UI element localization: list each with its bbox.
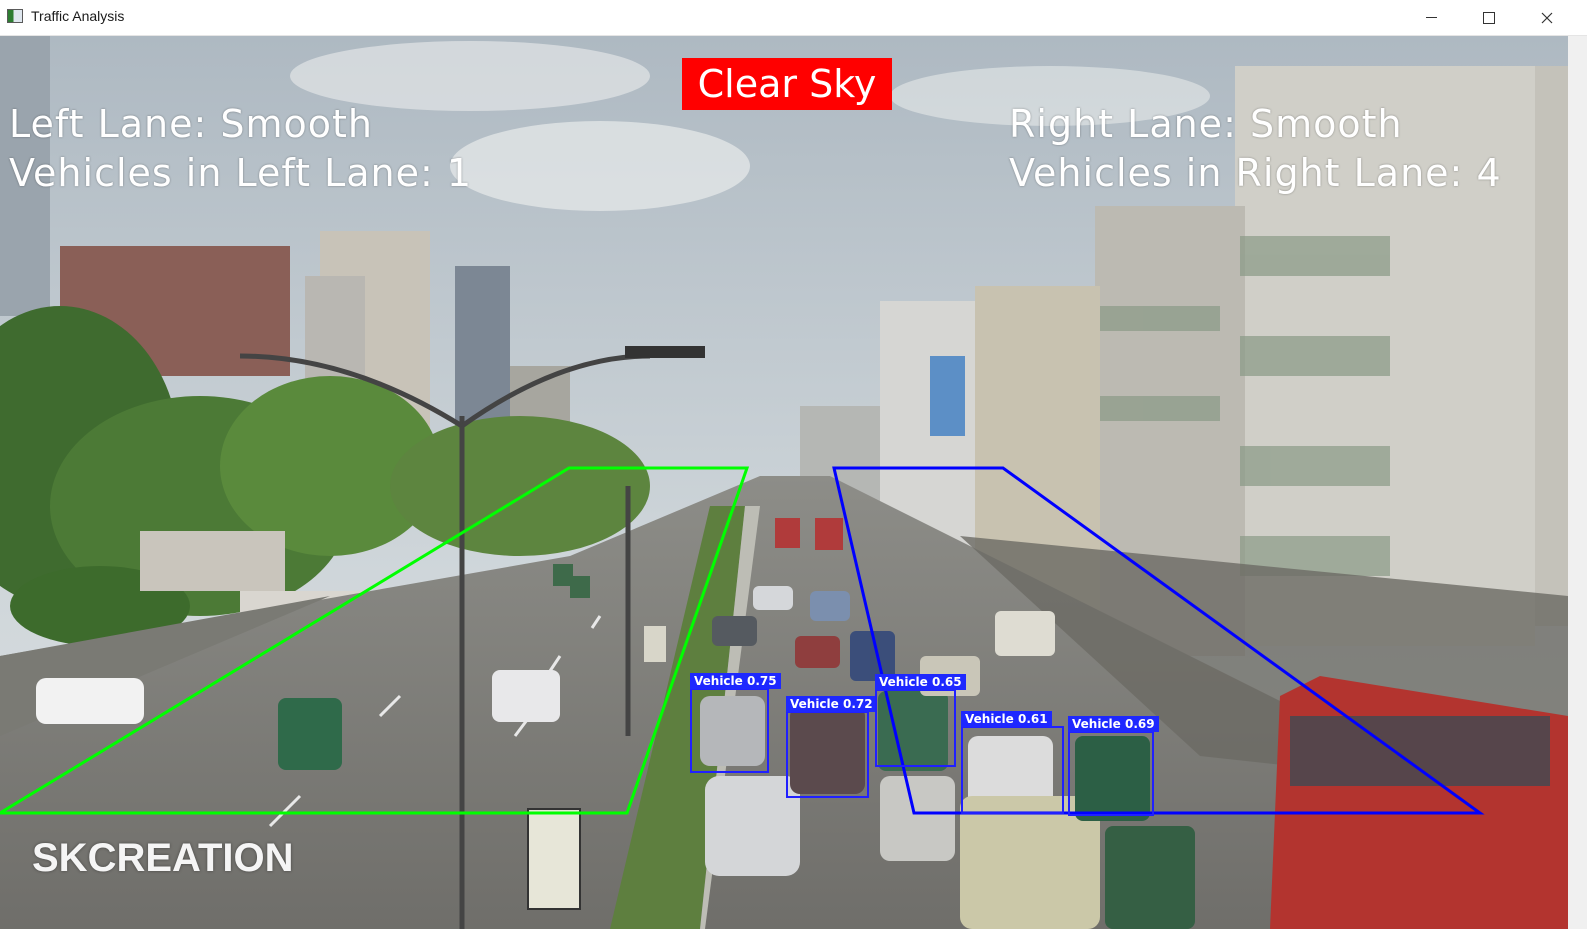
minimize-icon bbox=[1425, 17, 1437, 18]
watermark: SKCREATION bbox=[32, 836, 294, 880]
close-button[interactable] bbox=[1518, 0, 1576, 35]
video-frame: Left Lane: Smooth Vehicles in Left Lane:… bbox=[0, 36, 1568, 929]
detection-label: Vehicle 0.75 bbox=[690, 673, 781, 689]
detection-box: Vehicle 0.69 bbox=[1068, 716, 1159, 816]
minimize-button[interactable] bbox=[1402, 0, 1460, 35]
right-lane-count: Vehicles in Right Lane: 4 bbox=[1009, 151, 1502, 195]
detection-box: Vehicle 0.75 bbox=[690, 673, 781, 773]
detection-label: Vehicle 0.69 bbox=[1068, 716, 1159, 732]
right-lane-status: Right Lane: Smooth bbox=[1009, 102, 1403, 146]
close-icon bbox=[1541, 12, 1553, 23]
maximize-button[interactable] bbox=[1460, 0, 1518, 35]
right-lane-polygon bbox=[832, 466, 1485, 815]
detection-label: Vehicle 0.72 bbox=[786, 696, 877, 712]
window-edge bbox=[1568, 36, 1587, 929]
detection-box: Vehicle 0.72 bbox=[786, 696, 877, 798]
weather-badge: Clear Sky bbox=[682, 58, 892, 110]
detection-label: Vehicle 0.61 bbox=[961, 711, 1052, 727]
detection-box: Vehicle 0.65 bbox=[875, 674, 966, 767]
maximize-icon bbox=[1483, 11, 1495, 24]
left-lane-status: Left Lane: Smooth bbox=[9, 102, 373, 146]
detection-label: Vehicle 0.65 bbox=[875, 674, 966, 690]
window-title: Traffic Analysis bbox=[31, 8, 125, 24]
detection-box: Vehicle 0.61 bbox=[961, 711, 1064, 814]
left-lane-count: Vehicles in Left Lane: 1 bbox=[9, 151, 473, 195]
street-scene bbox=[0, 36, 1568, 929]
left-lane-polygon bbox=[0, 466, 750, 815]
app-icon bbox=[7, 9, 23, 23]
window-titlebar: Traffic Analysis bbox=[0, 0, 1587, 36]
